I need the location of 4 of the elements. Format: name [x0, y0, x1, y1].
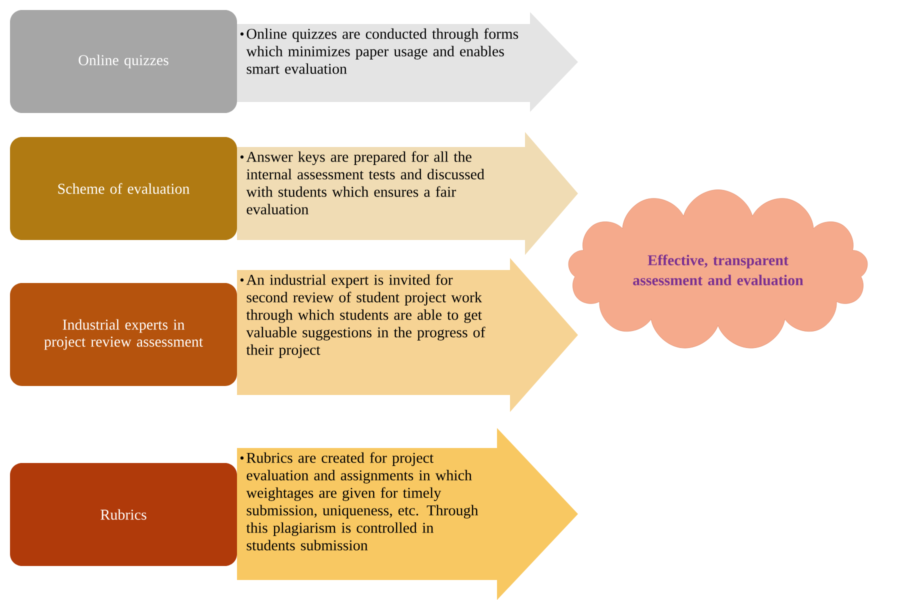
- category-box: Rubrics: [10, 463, 237, 566]
- category-box: Industrial experts in project review assessment: [10, 283, 237, 386]
- category-box: Online quizzes: [10, 10, 237, 113]
- category-box: Scheme of evaluation: [10, 137, 237, 240]
